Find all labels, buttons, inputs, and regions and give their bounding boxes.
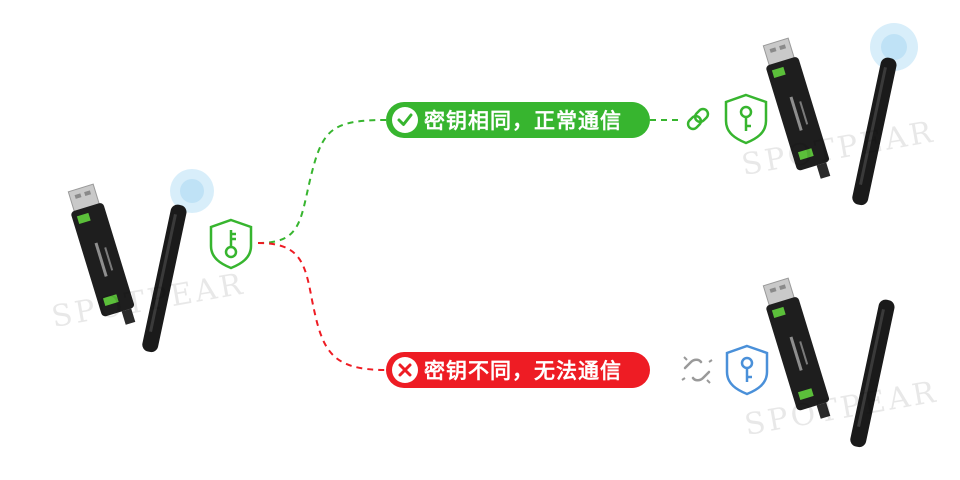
link-icon [686,107,710,131]
broken-link-icon [681,356,713,384]
source-device [63,169,214,354]
source-shield-key-icon [209,218,253,270]
check-icon [392,107,418,133]
receiver-device-match [758,23,918,207]
match-shield-key-icon [724,93,768,145]
failure-status-text: 密钥不同，无法通信 [424,359,622,383]
success-status-text: 密钥相同，正常通信 [424,109,622,133]
mismatch-shield-key-icon [725,344,769,396]
success-path-line [257,119,387,244]
x-icon [392,357,418,383]
failure-status-pill: 密钥不同，无法通信 [386,352,650,388]
success-status-pill: 密钥相同，正常通信 [386,102,650,138]
failure-path-line [257,242,387,371]
